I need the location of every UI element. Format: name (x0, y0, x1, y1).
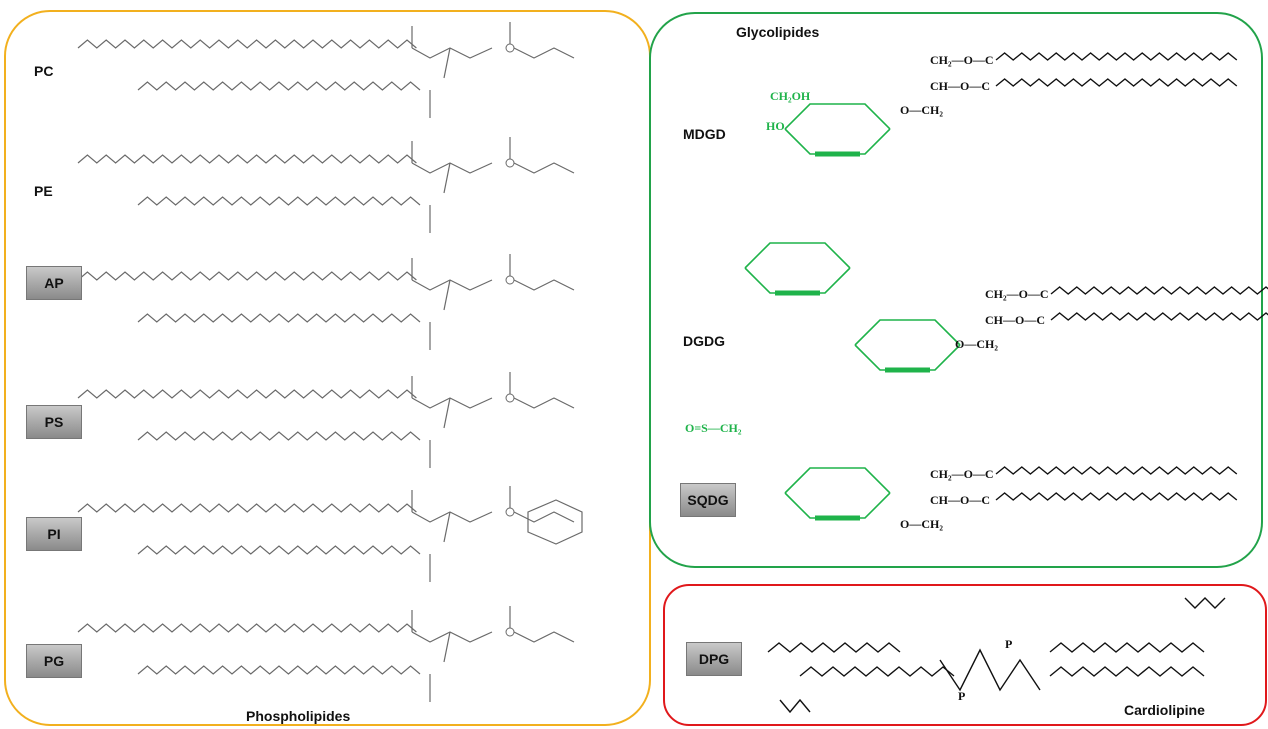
acyl-chain-unsaturated-phosphate (77, 271, 417, 281)
badge-pg: PG (26, 644, 82, 678)
mdgd-galactose-ring-side (784, 128, 891, 155)
glycolipids-title: Glycolipides (736, 24, 820, 40)
label-dgdg: DGDG (683, 333, 725, 349)
acyl-chain-saturated-serine (137, 431, 421, 441)
glycerol-backbone-serine (411, 397, 493, 409)
acyl-chain-unsaturated-choline (77, 39, 417, 49)
sqdg-ch: CH—O—C (930, 493, 990, 507)
ester-link-glycerol (443, 631, 451, 663)
acyl-chain-saturated-phosphate (137, 313, 421, 323)
dgdg-galactose-outer-ring-side (744, 267, 851, 294)
cardio-tail-top (1184, 597, 1226, 609)
dgdg-chain-1 (1050, 286, 1268, 295)
label-pe: PE (34, 183, 53, 199)
sqdg-quinovose-ring-side (784, 492, 891, 519)
ester-link-ethanolamine (443, 162, 451, 194)
acyl-chain-saturated-glycerol (137, 665, 421, 675)
phosphate-glycerol (505, 627, 515, 637)
mdgd-chain-1 (995, 52, 1238, 61)
acyl-chain-unsaturated-serine (77, 389, 417, 399)
dgdg-ch: CH—O—C (985, 313, 1045, 327)
cardio-chain-right-2 (1049, 666, 1205, 677)
label-pc: PC (34, 63, 54, 79)
acyl-chain-unsaturated-glycerol (77, 623, 417, 633)
dgdg-och2: O—CH₂ (955, 337, 998, 351)
ester-link-phosphate (443, 279, 451, 311)
glycerol-backbone-phosphate (411, 279, 493, 291)
label-mdgd: MDGD (683, 126, 726, 142)
acyl-chain-unsaturated-ethanolamine (77, 154, 417, 164)
mdgd-ch2oh: CH₂OH (770, 89, 811, 103)
glycerol-backbone-choline (411, 47, 493, 59)
cardiolipin-title: Cardiolipine (1124, 702, 1205, 718)
badge-sqdg: SQDG (680, 483, 736, 517)
glycerol-backbone-inositol (411, 511, 493, 523)
badge-ps: PS (26, 405, 82, 439)
phosphate-phosphate (505, 275, 515, 285)
mdgd-chain-2 (995, 78, 1238, 87)
phosphate-choline (505, 43, 515, 53)
ester-link-choline (443, 47, 451, 79)
headgroup-glycerol (513, 631, 575, 643)
phosphate-inositol (505, 507, 515, 517)
headgroup-ethanolamine (513, 162, 575, 174)
ester-link-inositol (443, 511, 451, 543)
cardio-phosphate-left: P (958, 689, 965, 703)
acyl-chain-saturated-ethanolamine (137, 196, 421, 206)
inositol-ring (527, 499, 583, 545)
acyl-chain-unsaturated-inositol (77, 503, 417, 513)
dgdg-galactose-outer-ring-top (744, 242, 851, 269)
mdgd-ch: CH—O—C (930, 79, 990, 93)
cardio-phosphate-right: P (1005, 637, 1012, 651)
headgroup-serine (513, 397, 575, 409)
cardio-chain-left-2 (799, 666, 955, 677)
cardiolipin-panel (663, 584, 1267, 726)
mdgd-och2: O—CH₂ (900, 103, 943, 117)
sqdg-chain-1 (995, 466, 1238, 475)
dgdg-chain-2 (1050, 312, 1268, 321)
glycerol-backbone-glycerol (411, 631, 493, 643)
headgroup-inositol (513, 511, 575, 523)
dgdg-galactose-inner-ring-top (854, 319, 961, 346)
sqdg-quinovose-ring-top (784, 467, 891, 494)
badge-pi: PI (26, 517, 82, 551)
mdgd-ch2: CH₂—O—C (930, 53, 994, 67)
dgdg-galactose-inner-ring-side (854, 344, 961, 371)
badge-ap: AP (26, 266, 82, 300)
cardio-tail-bottom (779, 698, 811, 714)
ester-link-serine (443, 397, 451, 429)
badge-dpg: DPG (686, 642, 742, 676)
acyl-chain-saturated-choline (137, 81, 421, 91)
acyl-chain-saturated-inositol (137, 545, 421, 555)
cardio-chain-left-1 (767, 642, 901, 653)
phosphate-ethanolamine (505, 158, 515, 168)
headgroup-phosphate (513, 279, 575, 291)
cardio-glycerol-bridge (939, 648, 1041, 692)
mdgd-ho: HO (766, 119, 785, 133)
phosphate-serine (505, 393, 515, 403)
sqdg-chain-2 (995, 492, 1238, 501)
phospholipids-title: Phospholipides (246, 708, 351, 724)
cardio-chain-right-1 (1049, 642, 1205, 653)
headgroup-choline (513, 47, 575, 59)
sqdg-och2: O—CH₂ (900, 517, 943, 531)
sqdg-ch2: CH₂—O—C (930, 467, 994, 481)
glycerol-backbone-ethanolamine (411, 162, 493, 174)
mdgd-galactose-ring-top (784, 103, 891, 130)
sqdg-sulfonate: O=S—CH₂ (685, 421, 742, 435)
dgdg-ch2: CH₂—O—C (985, 287, 1049, 301)
